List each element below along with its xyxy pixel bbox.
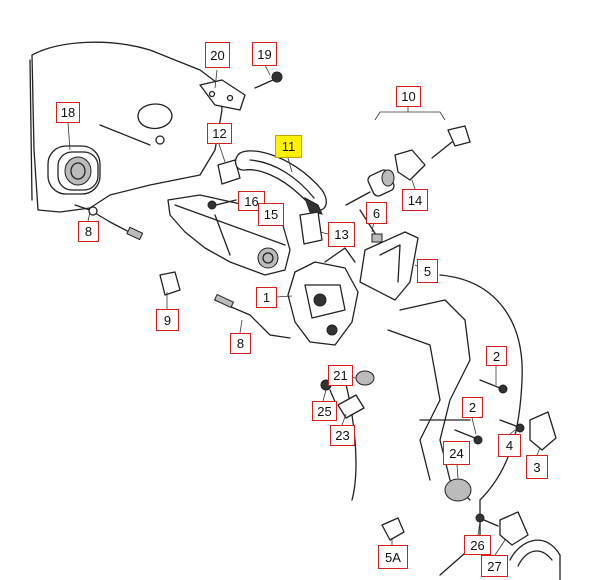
door-panel-handle-recess bbox=[137, 103, 173, 130]
callout-18[interactable]: 18 bbox=[56, 102, 80, 123]
part-12-gasket bbox=[217, 159, 241, 185]
callout-21[interactable]: 21 bbox=[328, 365, 353, 386]
part-27-wedge bbox=[499, 511, 529, 546]
door-seal-corner bbox=[509, 539, 561, 580]
part-21-grommet bbox=[355, 370, 375, 386]
part-23-plate bbox=[337, 394, 365, 419]
part-16-screw bbox=[207, 199, 237, 210]
part-2-bolt-lower bbox=[454, 429, 483, 445]
part-8-cable-upper bbox=[74, 204, 144, 241]
callout-2-lower[interactable]: 2 bbox=[462, 397, 483, 418]
part-5a-cap bbox=[381, 517, 405, 541]
part-18-trim-ring bbox=[47, 145, 101, 195]
door-panel-outline bbox=[31, 41, 223, 213]
callout-10[interactable]: 10 bbox=[396, 86, 421, 107]
callout-8-lower[interactable]: 8 bbox=[230, 333, 251, 354]
part-4-bolt bbox=[499, 419, 525, 433]
part-6-bolt bbox=[359, 209, 383, 243]
door-panel-slot bbox=[99, 124, 151, 146]
callout-5[interactable]: 5 bbox=[417, 259, 438, 283]
callout-5a[interactable]: 5A bbox=[378, 545, 408, 569]
part-20-bracket bbox=[199, 79, 246, 111]
callout-6[interactable]: 6 bbox=[366, 202, 387, 224]
callout-2-upper[interactable]: 2 bbox=[486, 346, 507, 366]
part-8-cable-lower bbox=[213, 293, 291, 339]
part-24-buffer bbox=[444, 478, 472, 502]
part-2-bolt-upper bbox=[479, 379, 508, 394]
callout-15[interactable]: 15 bbox=[258, 203, 284, 226]
callout-14[interactable]: 14 bbox=[402, 189, 428, 211]
callout-20[interactable]: 20 bbox=[205, 42, 230, 68]
lock-cylinder bbox=[345, 169, 395, 206]
part-14-cover bbox=[394, 149, 426, 181]
callout-9[interactable]: 9 bbox=[156, 309, 179, 331]
callout-27[interactable]: 27 bbox=[481, 555, 508, 577]
callout-23[interactable]: 23 bbox=[330, 425, 355, 446]
callout-1[interactable]: 1 bbox=[256, 287, 277, 308]
callout-25[interactable]: 25 bbox=[312, 401, 337, 421]
callout-13[interactable]: 13 bbox=[328, 222, 355, 247]
callout-3[interactable]: 3 bbox=[526, 455, 548, 479]
part-10-key bbox=[374, 111, 471, 159]
door-seal-corner-inner bbox=[517, 550, 553, 567]
callout-19[interactable]: 19 bbox=[252, 42, 277, 66]
door-panel-edge bbox=[29, 59, 33, 201]
part-9-clip bbox=[159, 271, 181, 296]
part-1-lock-mechanism bbox=[287, 247, 359, 346]
part-5-bracket bbox=[359, 231, 419, 301]
part-11-door-handle bbox=[234, 150, 327, 215]
part-3-striker bbox=[529, 411, 557, 451]
callout-26[interactable]: 26 bbox=[464, 535, 491, 555]
callout-11-highlighted[interactable]: 11 bbox=[275, 135, 302, 158]
callout-4[interactable]: 4 bbox=[498, 434, 521, 457]
part-19-bolt bbox=[254, 71, 283, 89]
callout-12[interactable]: 12 bbox=[207, 123, 232, 144]
callout-8-upper[interactable]: 8 bbox=[78, 221, 99, 242]
callout-24[interactable]: 24 bbox=[443, 441, 470, 465]
door-panel-hole bbox=[155, 135, 165, 145]
part-13-gasket bbox=[299, 211, 323, 245]
door-shell bbox=[344, 274, 523, 576]
